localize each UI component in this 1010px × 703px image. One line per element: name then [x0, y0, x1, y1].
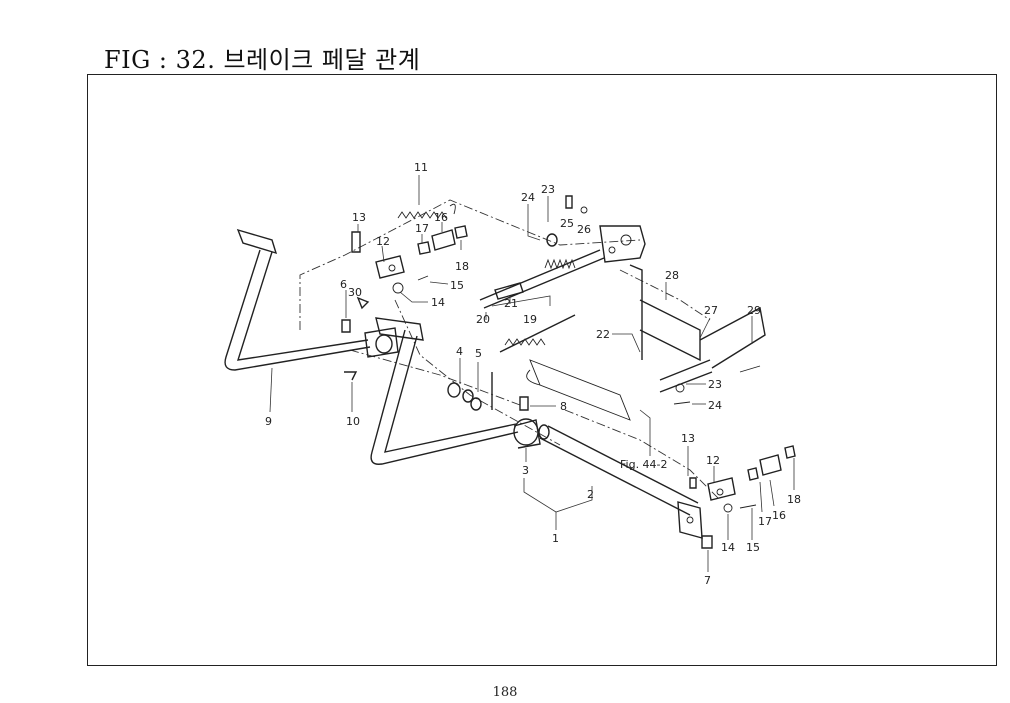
- leader-lines: [269, 175, 795, 572]
- callout-16b: 16: [772, 509, 786, 522]
- callout-17: 17: [415, 222, 429, 235]
- callout-19: 19: [523, 313, 537, 326]
- callout-20: 20: [476, 313, 490, 326]
- callout-24b: 24: [708, 399, 722, 412]
- callout-12b: 12: [706, 454, 720, 467]
- callout-5: 5: [475, 347, 482, 360]
- figure-frame: [87, 74, 997, 666]
- callout-6: 6: [340, 278, 347, 291]
- callout-18b: 18: [787, 493, 801, 506]
- callout-12: 12: [376, 235, 390, 248]
- callout-26: 26: [577, 223, 591, 236]
- lower-spring-rod: [491, 314, 576, 410]
- callout-14: 14: [431, 296, 445, 309]
- callout-29: 29: [747, 304, 761, 317]
- page-number: 188: [492, 685, 518, 700]
- callout-3: 3: [522, 464, 529, 477]
- assembly-lines: [299, 199, 721, 501]
- callout-11: 11: [414, 161, 428, 174]
- callout-7: 7: [704, 574, 711, 587]
- callout-18: 18: [455, 260, 469, 273]
- callout-10: 10: [346, 415, 360, 428]
- callout-24: 24: [521, 191, 535, 204]
- return-spring-top: [397, 203, 456, 219]
- callout-15b: 15: [746, 541, 760, 554]
- callout-labels: 11 13 12 17 16 18 15 14 6 30 9 10 24 23 …: [265, 161, 801, 587]
- callout-22: 22: [596, 328, 610, 341]
- callout-23b: 23: [708, 378, 722, 391]
- callout-28: 28: [665, 269, 679, 282]
- callout-14b: 14: [721, 541, 735, 554]
- hardware-small-parts: [341, 195, 796, 549]
- callout-4: 4: [456, 345, 463, 358]
- callout-13b: 13: [681, 432, 695, 445]
- callout-13: 13: [352, 211, 366, 224]
- callout-9: 9: [265, 415, 272, 428]
- callout-fig-44-2: Fig. 44-2: [620, 458, 668, 471]
- pedal-arm-left: [224, 228, 399, 371]
- callout-16: 16: [434, 211, 448, 224]
- rear-linkage-plate: [526, 264, 766, 421]
- callout-1: 1: [552, 532, 559, 545]
- pedal-arm-right: [370, 317, 541, 465]
- cross-shaft: [538, 424, 703, 539]
- figure-title: FIG : 32. 브레이크 페달 관계: [104, 46, 421, 74]
- upper-rod-assembly: [479, 225, 646, 309]
- callout-23: 23: [541, 183, 555, 196]
- callout-25: 25: [560, 217, 574, 230]
- callout-17b: 17: [758, 515, 772, 528]
- callout-15: 15: [450, 279, 464, 292]
- callout-21: 21: [504, 297, 518, 310]
- callout-8: 8: [560, 400, 567, 413]
- callout-30: 30: [348, 286, 362, 299]
- callout-2: 2: [587, 488, 594, 501]
- callout-27: 27: [704, 304, 718, 317]
